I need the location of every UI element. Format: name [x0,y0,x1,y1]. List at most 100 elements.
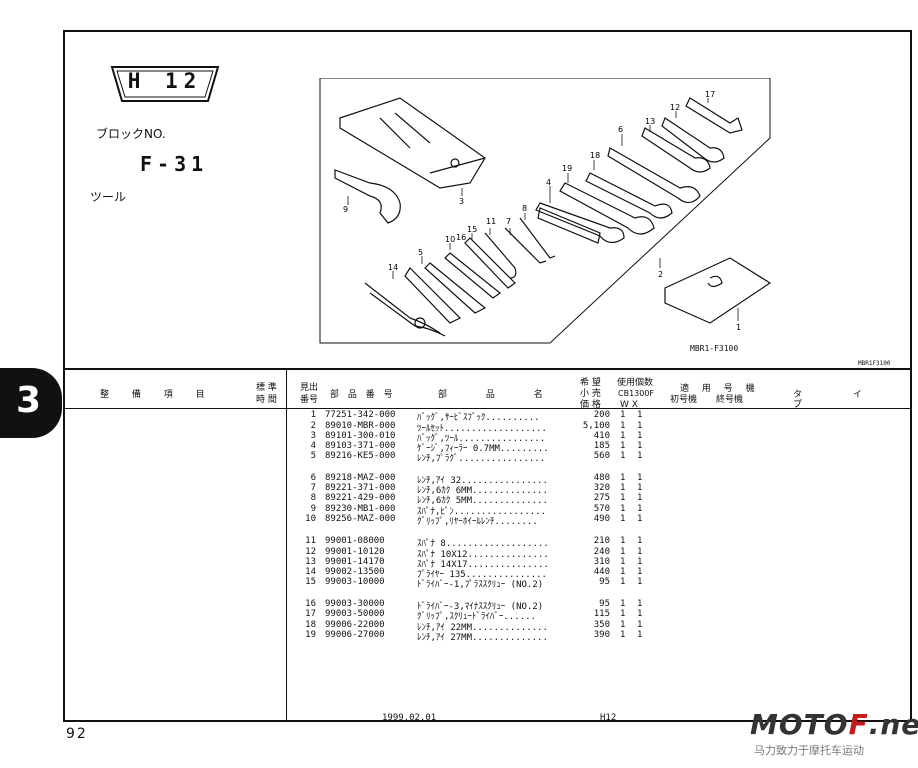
footer-code: H12 [600,713,617,723]
cell-name: ｽﾊﾟﾅ,ﾋﾟﾝ................. [417,507,547,517]
cell-name: ﾚﾝﾁ,ﾌﾟﾗｸﾞ................ [417,454,546,464]
cell-w: 1 [620,514,626,524]
cell-w: 1 [620,620,626,630]
cell-part: 89221-371-000 [325,483,396,493]
cell-w: 1 [620,609,626,619]
header-usage-1: 使用個数 [617,378,654,388]
cell-name: ﾚﾝﾁ,6ｶｸ 5MM.............. [417,496,548,506]
cell-name: ﾊﾞｯｸﾞ,ﾂｰﾙ................ [417,434,546,444]
cell-no: 12 [305,547,316,557]
cell-w: 1 [620,577,626,587]
cell-part: 89216-KE5-000 [325,451,396,461]
callout-1: 1 [736,323,741,332]
header-part-name: 部 品 名 [438,390,561,400]
cell-x: 1 [637,473,643,483]
illustration-code: MBR1-F3100 [690,344,739,353]
cell-no: 10 [305,514,316,524]
cell-x: 1 [637,567,643,577]
cell-name: ﾚﾝﾁ,ｱｲ 22MM.............. [417,623,548,633]
cell-x: 1 [637,547,643,557]
cell-name: ﾚﾝﾁ,6ｶｸ 6MM.............. [417,486,548,496]
cell-no: 18 [305,620,316,630]
cell-no: 3 [310,431,316,441]
header-type: タ イ プ [793,390,886,410]
header-part-number: 部 品 番 号 [330,390,396,400]
cell-name: ﾄﾞﾗｲﾊﾞｰ-1,ﾌﾟﾗｽｽｸﾘｭｰ (NO.2) [417,580,544,590]
cell-price: 560 [593,451,610,461]
cell-name: ｽﾊﾟﾅ 8................... [417,539,549,549]
cell-no: 1 [310,410,316,420]
callout-9: 9 [343,205,348,214]
cell-price: 115 [593,609,610,619]
watermark: MOTOF.net 马力致力于摩托车运动 [750,708,918,768]
cell-part: 99001-08000 [325,536,385,546]
cell-no: 11 [305,536,316,546]
header-last-serial: 終号機 [716,395,744,405]
cell-no: 4 [310,441,316,451]
watermark-brand: MOTOF.net [750,708,918,741]
cell-price: 490 [593,514,610,524]
cell-no: 8 [310,493,316,503]
cell-price: 390 [593,630,610,640]
wrenches-drawing [535,97,743,244]
header-price-3: 価 格 [580,400,601,410]
cell-w: 1 [620,473,626,483]
cell-no: 15 [305,577,316,587]
cell-w: 1 [620,451,626,461]
cell-part: 99003-30000 [325,599,385,609]
cell-x: 1 [637,536,643,546]
cell-part: 99002-13500 [325,567,385,577]
pin-spanner-drawing [334,169,401,224]
cell-part: 89230-MB1-000 [325,504,396,514]
cell-price: 310 [593,557,610,567]
callout-19: 19 [562,164,572,173]
cell-no: 6 [310,473,316,483]
cell-w: 1 [620,493,626,503]
cell-name: ｹﾞｰｼﾞ,ﾌｨｰﾗｰ 0.7MM......... [417,444,549,454]
cell-part: 89256-MAZ-000 [325,514,396,524]
cell-part: 89221-429-000 [325,493,396,503]
callout-14: 14 [388,263,398,272]
header-price-1: 希 望 [580,378,601,388]
cell-no: 2 [310,421,316,431]
callout-17: 17 [705,90,715,99]
cell-w: 1 [620,630,626,640]
cell-price: 95 [599,577,610,587]
drivers-drawing [404,217,556,324]
cell-name: ﾄﾞﾗｲﾊﾞｰ-3,ﾏｲﾅｽｽｸﾘｭｰ (NO.2) [417,602,544,612]
cell-part: 99001-14170 [325,557,385,567]
cell-price: 200 [593,410,610,420]
page-frame [63,30,912,722]
cell-part: 77251-342-000 [325,410,396,420]
column-divider [286,370,287,722]
cell-no: 9 [310,504,316,514]
block-number: F-31 [140,152,209,176]
cell-x: 1 [637,609,643,619]
leader-lines [347,98,739,321]
header-usage-3: W X [620,400,638,410]
cell-part: 99001-10120 [325,547,385,557]
callout-4: 4 [546,178,551,187]
callout-2: 2 [658,270,663,279]
feeler-gauge-drawing [537,207,601,244]
section-divider [63,368,912,370]
badge-text: H 12 [127,69,203,93]
cell-price: 5,100 [582,421,610,431]
cell-name: ﾊﾞｯｸﾞ,ｻｰﾋﾞｽﾌﾞｯｸ.......... [417,413,540,423]
cell-x: 1 [637,620,643,630]
cell-name: ｸﾞﾘｯﾌﾟ,ﾘﾔｰﾎｲｰﾙﾚﾝﾁ........ [417,517,538,527]
callout-6: 6 [618,125,623,134]
cell-no: 19 [305,630,316,640]
tool-bag-drawing [339,97,486,189]
cell-part: 89218-MAZ-000 [325,473,396,483]
cell-name: ｸﾞﾘｯﾌﾟ,ｽｸﾘｭｰﾄﾞﾗｲﾊﾞｰ...... [417,612,536,622]
cell-x: 1 [637,483,643,493]
